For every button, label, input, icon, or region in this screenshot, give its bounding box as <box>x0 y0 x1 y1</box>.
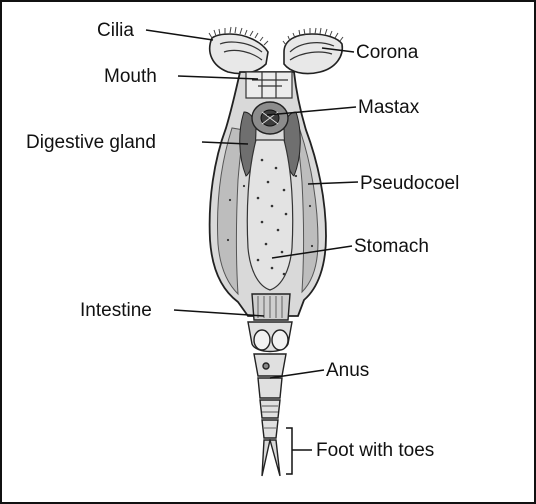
leader-foot-bracket <box>286 428 312 474</box>
label-stomach: Stomach <box>354 236 429 257</box>
corona-lobes <box>210 34 343 74</box>
label-foot-with-toes: Foot with toes <box>316 440 434 461</box>
head-region <box>246 72 292 98</box>
mastax <box>252 102 288 134</box>
leader-cilia <box>146 30 213 40</box>
toes <box>262 440 280 476</box>
label-pseudocoel: Pseudocoel <box>360 173 459 194</box>
label-mouth: Mouth <box>104 66 157 87</box>
label-intestine: Intestine <box>80 300 152 321</box>
label-corona: Corona <box>356 42 419 63</box>
label-cilia: Cilia <box>97 20 134 41</box>
label-mastax: Mastax <box>358 97 420 118</box>
foot-segments <box>248 322 292 438</box>
label-digestive-gland: Digestive gland <box>26 132 156 153</box>
rotifer-illustration <box>209 27 343 476</box>
label-anus: Anus <box>326 360 369 381</box>
